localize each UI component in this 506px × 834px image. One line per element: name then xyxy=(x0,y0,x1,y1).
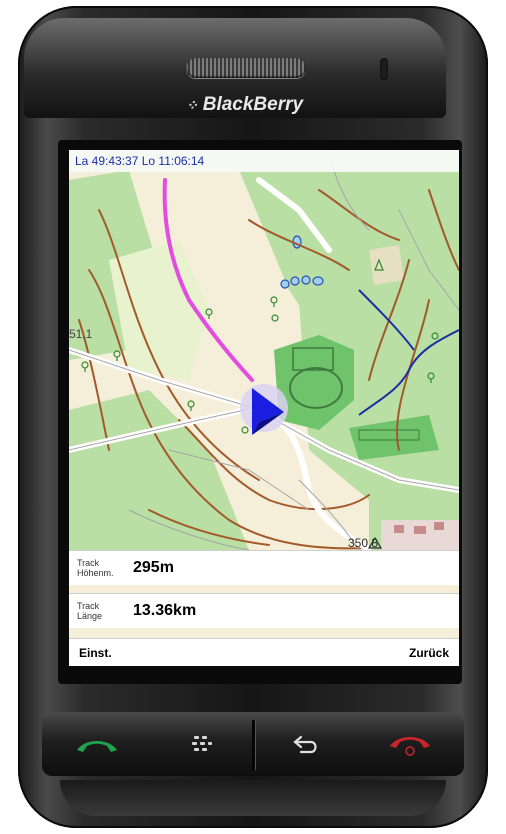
hardware-key-bar xyxy=(42,712,464,776)
info-label: Track Länge xyxy=(77,601,103,621)
elevation-label: 350,8 xyxy=(348,536,379,550)
speaker-grille xyxy=(186,58,306,78)
end-call-button[interactable] xyxy=(356,712,464,776)
call-button[interactable] xyxy=(42,712,152,776)
phone-chin xyxy=(60,780,446,816)
settings-softkey[interactable]: Einst. xyxy=(79,646,112,660)
bb-menu-icon xyxy=(192,736,212,751)
back-arrow-icon xyxy=(293,735,317,754)
info-label: Track Höhenm. xyxy=(77,558,114,578)
bb-logo-icon: ⁘ xyxy=(186,96,198,113)
contour-label: 51,1 xyxy=(69,327,93,341)
info-value-elevation: 295m xyxy=(133,559,174,576)
brand-text: BlackBerry xyxy=(202,94,304,115)
end-call-red-icon xyxy=(390,737,430,756)
call-green-icon xyxy=(77,741,117,752)
back-softkey[interactable]: Zurück xyxy=(408,646,449,660)
topo-map[interactable]: 51,1 xyxy=(69,150,459,666)
notification-led xyxy=(380,58,388,80)
softkey-bar: Einst. Zurück xyxy=(69,638,459,666)
key-separator xyxy=(252,720,255,770)
info-row-elevation-gain: Track Höhenm. 295m xyxy=(69,550,459,585)
info-value-length: 13.36km xyxy=(133,602,197,619)
device-screen: 51,1 La 49:43:37 Lo 11:06:14 350,8 Track… xyxy=(69,150,459,666)
coordinate-readout: La 49:43:37 Lo 11:06:14 xyxy=(75,154,205,168)
back-button[interactable] xyxy=(256,712,356,776)
menu-button[interactable] xyxy=(152,712,252,776)
coordinate-bar: La 49:43:37 Lo 11:06:14 xyxy=(69,150,459,172)
brand-logo: ⁘ BlackBerry xyxy=(186,92,346,118)
info-row-track-length: Track Länge 13.36km xyxy=(69,593,459,628)
